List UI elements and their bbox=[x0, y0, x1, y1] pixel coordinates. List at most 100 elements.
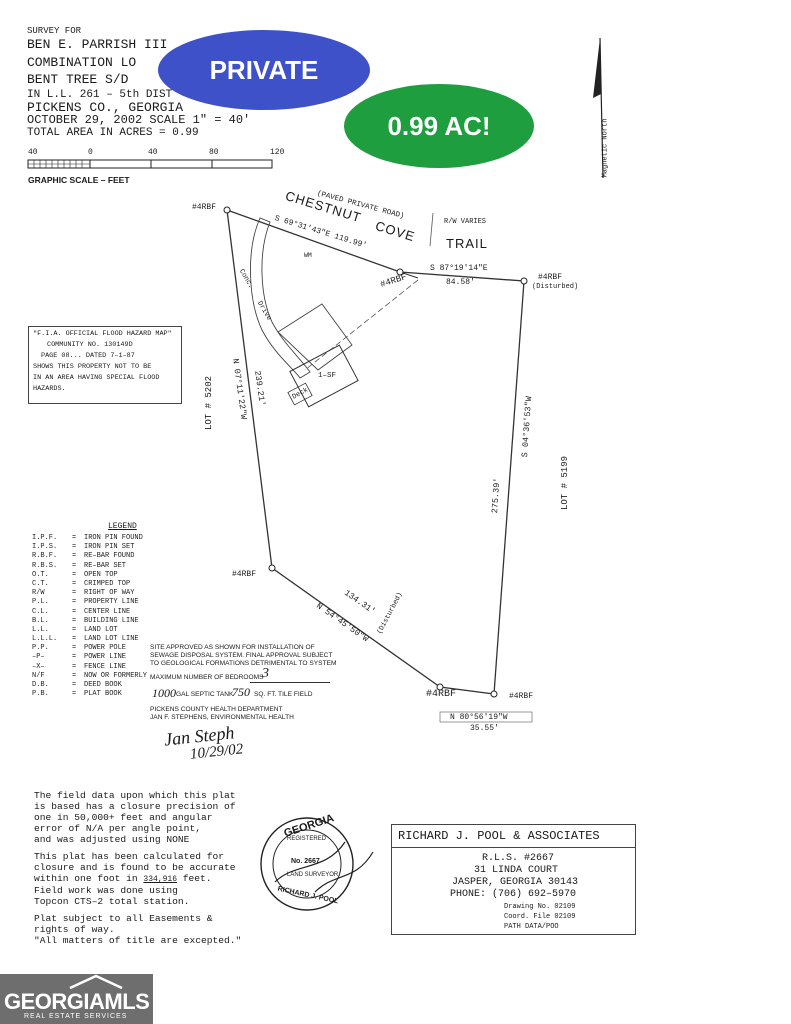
legend-item: –X–=FENCE LINE bbox=[32, 662, 127, 671]
pin-marker bbox=[223, 206, 231, 214]
distance-south: 35.55' bbox=[470, 724, 499, 733]
note-line: and was adjusted using NONE bbox=[34, 834, 190, 845]
road-name-trail: TRAIL bbox=[446, 236, 488, 251]
note-line: error of N/A per angle point, bbox=[34, 823, 201, 834]
legend-item: –P–=POWER LINE bbox=[32, 653, 127, 662]
scale-bar bbox=[27, 159, 273, 169]
flood-note-line: COMMUNITY NO. 130149D bbox=[47, 341, 133, 349]
north-arrow: Magnetic North bbox=[590, 36, 630, 186]
note-line: Plat subject to all Easements & bbox=[34, 913, 213, 924]
house-label: 1–SF bbox=[318, 372, 337, 380]
surveyor-license: R.L.S. #2667 bbox=[482, 853, 555, 864]
title-block: RICHARD J. POOL & ASSOCIATES R.L.S. #266… bbox=[391, 824, 636, 935]
acres-badge-text: 0.99 AC! bbox=[387, 110, 491, 141]
pin-label-nw: #4RBF bbox=[192, 203, 217, 212]
legend-item: I.P.F.=IRON PIN FOUND bbox=[32, 534, 143, 542]
pin-label-w: #4RBF bbox=[232, 570, 257, 579]
flood-note-line: SHOWS THIS PROPERTY NOT TO BE bbox=[33, 363, 152, 371]
right-of-way-label: R/W VARIES bbox=[444, 218, 487, 226]
combination-lot: COMBINATION LO bbox=[27, 55, 137, 70]
seal-profession: LAND SURVEYOR bbox=[287, 872, 339, 878]
private-badge-text: PRIVATE bbox=[209, 54, 319, 85]
acres-badge: 0.99 AC! bbox=[344, 84, 534, 168]
seal-ring-icon bbox=[260, 817, 374, 911]
scale-caption: GRAPHIC SCALE – FEET bbox=[28, 175, 130, 185]
concrete-drive bbox=[250, 217, 311, 379]
bearing-top-east: S 87°19'14"E bbox=[430, 264, 488, 273]
bedrooms-label: MAXIMUM NUMBER OF BEDROOMS bbox=[150, 674, 264, 681]
note-line: Field work was done using bbox=[34, 885, 178, 896]
legend-item: I.P.S.=IRON PIN SET bbox=[32, 543, 135, 552]
surveyor-notes: The field data upon which this plat is b… bbox=[34, 790, 244, 946]
pin-marker bbox=[268, 564, 276, 572]
pin-marker bbox=[436, 683, 444, 691]
property-boundary bbox=[226, 209, 525, 695]
deck-footprint bbox=[287, 382, 313, 406]
survey-for-label: SURVEY FOR bbox=[27, 26, 82, 36]
seal-registered: REGISTERED bbox=[287, 836, 327, 842]
septic-approval-stamp: SITE APPROVED AS SHOWN FOR INSTALLATION … bbox=[150, 644, 350, 764]
legend-item: R.B.S.=RE–BAR SET bbox=[32, 561, 127, 570]
note-line: Topcon CTS–2 total station. bbox=[34, 896, 190, 907]
survey-header: SURVEY FOR BEN E. PARRISH III COMBINATIO… bbox=[0, 0, 400, 140]
scale-tick-label: 80 bbox=[209, 148, 219, 157]
scale-tick-label: 120 bbox=[270, 148, 285, 157]
pin-marker bbox=[396, 268, 404, 276]
pin-label-s: #4RBF bbox=[426, 689, 457, 700]
note-line: is based has a closure precision of bbox=[34, 801, 236, 812]
field-value: 750 bbox=[232, 685, 250, 699]
pin-label-ne: #4RBF bbox=[538, 273, 563, 282]
note-line: rights of way. bbox=[34, 924, 115, 935]
flood-note-line: PAGE 08... DATED 7–1–87 bbox=[41, 352, 135, 360]
distance-top-east: 84.58' bbox=[446, 278, 475, 287]
watermark-brand: GEORGIAMLS bbox=[4, 989, 150, 1014]
subdivision: BENT TREE S/D bbox=[27, 72, 129, 87]
legend-item: P.P.=POWER POLE bbox=[32, 644, 127, 653]
graphic-scale: 40 0 40 80 120 GRAPHIC SCALE – FEET bbox=[26, 148, 296, 188]
septic-line: SEWAGE DISPOSAL SYSTEM. FINAL APPROVAL S… bbox=[150, 652, 333, 659]
legend-item: C.T.=CRIMPED TOP bbox=[32, 579, 131, 588]
health-officer: JAN F. STEPHENS, ENVIRONMENTAL HEALTH bbox=[150, 714, 294, 721]
note-line: "All matters of title are excepted." bbox=[34, 935, 242, 946]
note-line: The field data upon which this plat bbox=[34, 790, 236, 801]
drawing-number: Drawing No. 02109 bbox=[504, 903, 576, 911]
georgia-mls-watermark: GEORGIAMLS REAL ESTATE SERVICES bbox=[0, 974, 153, 1024]
path-data: PATH DATA/POO bbox=[504, 923, 559, 931]
legend-item: P.B.=PLAT BOOK bbox=[32, 690, 122, 699]
total-area: TOTAL AREA IN ACRES = 0.99 bbox=[27, 127, 199, 139]
septic-line: TO GEOLOGICAL FORMATIONS DETRIMENTAL TO … bbox=[150, 660, 337, 667]
owner-name: BEN E. PARRISH III bbox=[27, 37, 168, 52]
legend-item: P.L.=PROPERTY LINE bbox=[32, 598, 139, 607]
legend-item: N/F=NOW OR FORMERLY bbox=[32, 671, 148, 680]
firm-name: RICHARD J. POOL & ASSOCIATES bbox=[398, 829, 600, 843]
land-lot: IN L.L. 261 – 5th DIST bbox=[27, 89, 173, 101]
house-footprint bbox=[289, 344, 359, 408]
flood-note-line: "F.I.A. OFFICIAL FLOOD HAZARD MAP" bbox=[33, 330, 172, 338]
north-arrow-icon bbox=[593, 37, 604, 179]
note-line: closure and is found to be accurate bbox=[34, 862, 236, 873]
flood-note-line: IN AN AREA HAVING SPECIAL FLOOD bbox=[33, 374, 160, 382]
pin-label-s2: #4RBF bbox=[509, 692, 534, 701]
lot-label-west: LOT # 5202 bbox=[204, 375, 214, 430]
legend: LEGEND I.P.F.=IRON PIN FOUND I.P.S.=IRON… bbox=[32, 522, 162, 698]
house-roof-icon bbox=[69, 974, 123, 990]
health-dept: PICKENS COUNTY HEALTH DEPARTMENT bbox=[150, 706, 283, 713]
firm-city: JASPER, GEORGIA 30143 bbox=[452, 877, 579, 888]
watermark-tagline: REAL ESTATE SERVICES bbox=[24, 1013, 128, 1020]
firm-phone: PHONE: (706) 692–5970 bbox=[450, 889, 577, 900]
legend-item: D.B.=DEED BOOK bbox=[32, 681, 122, 689]
legend-item: O.T.=OPEN TOP bbox=[32, 570, 118, 579]
tank-label: GAL SEPTIC TANK bbox=[176, 691, 234, 698]
pin-marker bbox=[490, 690, 498, 698]
field-label: SQ. FT. TILE FIELD bbox=[254, 691, 313, 698]
septic-line: SITE APPROVED AS SHOWN FOR INSTALLATION … bbox=[150, 644, 315, 651]
bedrooms-value: 3 bbox=[262, 666, 269, 681]
date-scale: OCTOBER 29, 2002 SCALE 1" = 40' bbox=[27, 113, 251, 127]
scale-tick-label: 40 bbox=[28, 148, 38, 157]
flood-note-line: HAZARDS. bbox=[33, 385, 66, 393]
legend-item: L.L.L.=LAND LOT LINE bbox=[32, 635, 139, 644]
scale-tick-label: 0 bbox=[88, 148, 93, 157]
pin-label-ne-note: (Disturbed) bbox=[532, 283, 579, 291]
legend-item: L.L.=LAND LOT bbox=[32, 625, 118, 634]
